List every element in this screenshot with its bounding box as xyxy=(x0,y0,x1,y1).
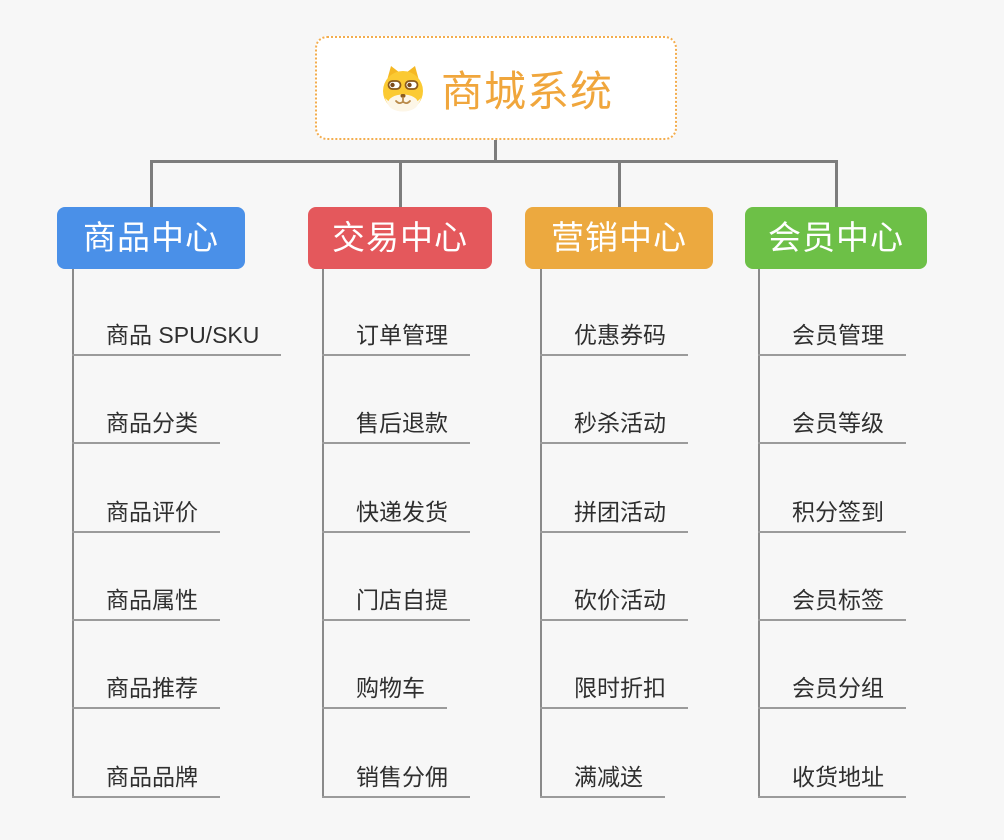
leaf-node-order-manage[interactable]: 订单管理 xyxy=(322,322,470,356)
leaf-node-coupon-code[interactable]: 优惠券码 xyxy=(540,322,688,356)
leaf-node-product-recommend[interactable]: 商品推荐 xyxy=(72,675,220,709)
leaf-node-member-group[interactable]: 会员分组 xyxy=(758,675,906,709)
column-line-3 xyxy=(540,269,542,798)
column-line-2 xyxy=(322,269,324,798)
leaf-node-group-buy[interactable]: 拼团活动 xyxy=(540,499,688,533)
leaf-node-product-spu-sku[interactable]: 商品 SPU/SKU xyxy=(72,322,282,356)
leaf-node-sales-commission[interactable]: 销售分佣 xyxy=(322,764,470,798)
doge-face-icon xyxy=(382,66,423,112)
leaf-node-member-level[interactable]: 会员等级 xyxy=(758,410,906,444)
category-node-member-center[interactable]: 会员中心 xyxy=(745,207,927,269)
leaf-node-time-discount[interactable]: 限时折扣 xyxy=(540,675,688,709)
category-node-trade-center[interactable]: 交易中心 xyxy=(308,207,492,269)
connector-root-drop xyxy=(494,140,497,161)
leaf-node-shopping-cart[interactable]: 购物车 xyxy=(322,675,447,709)
connector-drop-4 xyxy=(835,160,838,207)
leaf-node-express-ship[interactable]: 快递发货 xyxy=(322,499,470,533)
leaf-node-points-checkin[interactable]: 积分签到 xyxy=(758,499,906,533)
column-line-4 xyxy=(758,269,760,798)
leaf-node-flash-sale[interactable]: 秒杀活动 xyxy=(540,410,688,444)
column-line-1 xyxy=(72,269,74,798)
leaf-node-member-manage[interactable]: 会员管理 xyxy=(758,322,906,356)
connector-drop-3 xyxy=(618,160,621,207)
leaf-node-product-category[interactable]: 商品分类 xyxy=(72,410,220,444)
leaf-node-product-brand[interactable]: 商品品牌 xyxy=(72,764,220,798)
category-node-marketing-center[interactable]: 营销中心 xyxy=(525,207,713,269)
leaf-node-product-attr[interactable]: 商品属性 xyxy=(72,587,220,621)
connector-drop-1 xyxy=(150,160,153,207)
root-node-mall-system[interactable]: 商城系统 xyxy=(315,36,677,140)
leaf-node-product-review[interactable]: 商品评价 xyxy=(72,499,220,533)
leaf-node-store-pickup[interactable]: 门店自提 xyxy=(322,587,470,621)
connector-drop-2 xyxy=(399,160,402,207)
root-node-label: 商城系统 xyxy=(440,67,613,115)
leaf-node-bargain[interactable]: 砍价活动 xyxy=(540,587,688,621)
leaf-node-shipping-address[interactable]: 收货地址 xyxy=(758,764,906,798)
leaf-node-member-tag[interactable]: 会员标签 xyxy=(758,587,906,621)
leaf-node-full-reduction[interactable]: 满减送 xyxy=(540,764,665,798)
leaf-node-aftersale-refund[interactable]: 售后退款 xyxy=(322,410,470,444)
connector-bus xyxy=(150,160,838,163)
category-node-product-center[interactable]: 商品中心 xyxy=(57,207,245,269)
